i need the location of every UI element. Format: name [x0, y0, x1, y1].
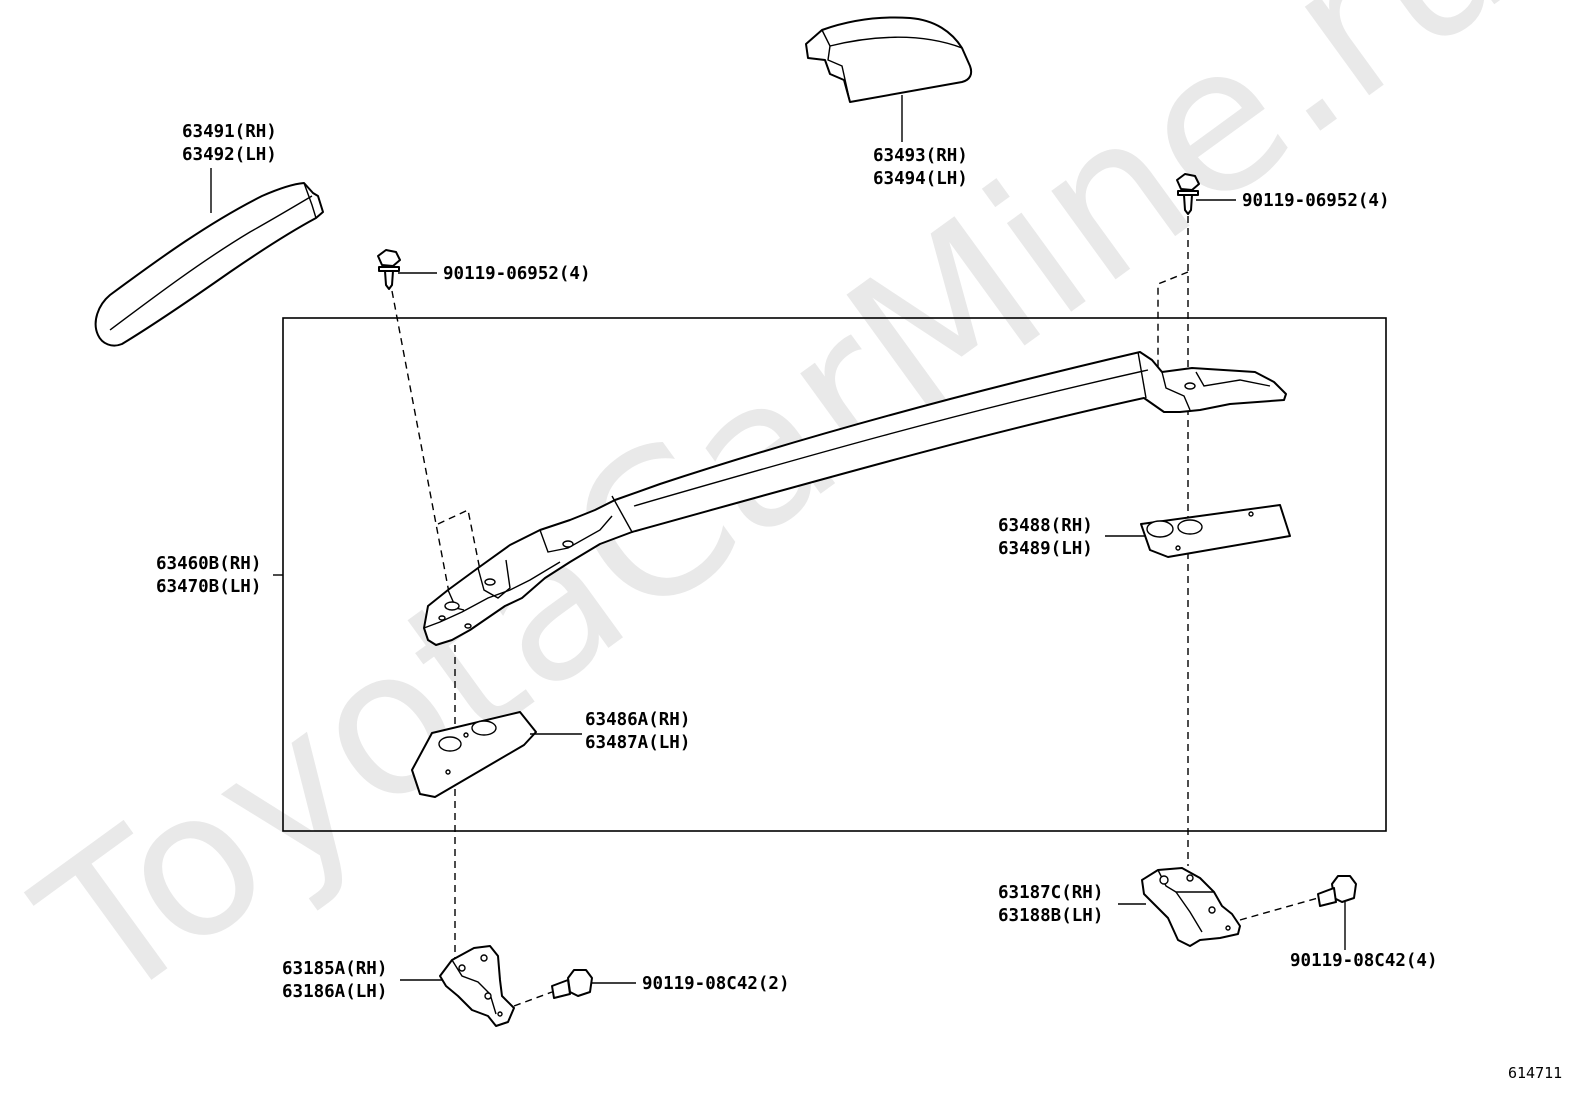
front-bracket-label-rh: 63185A(RH): [282, 959, 387, 979]
rear-end-cover-label-lh: 63494(LH): [873, 169, 968, 189]
rear-screw-part: [1176, 173, 1200, 215]
rear-bracket-label-lh: 63188B(LH): [998, 906, 1103, 926]
front-end-cover-label-rh: 63491(RH): [182, 122, 277, 142]
rear-pad-label-rh: 63488(RH): [998, 516, 1093, 536]
front-bracket-label-lh: 63186A(LH): [282, 982, 387, 1002]
roof-rail-part: [423, 351, 1287, 646]
rail-assembly-label-lh: 63470B(LH): [156, 577, 261, 597]
front-bracket-part: [439, 945, 515, 1027]
front-pad-part: [411, 711, 537, 798]
rear-bolt-label: 90119-08C42(4): [1290, 951, 1438, 971]
rail-assembly-label-rh: 63460B(RH): [156, 554, 261, 574]
rear-end-cover-part: [805, 16, 973, 103]
front-screw-label: 90119-06952(4): [443, 264, 591, 284]
front-end-cover-label-lh: 63492(LH): [182, 145, 277, 165]
front-screw-axis: [391, 290, 451, 599]
front-screw-offset-dash: [437, 508, 481, 571]
front-pad-label-rh: 63486A(RH): [585, 710, 690, 730]
rear-bolt-part: [1317, 875, 1357, 907]
front-bolt-label: 90119-08C42(2): [642, 974, 790, 994]
rear-pad-label-lh: 63489(LH): [998, 539, 1093, 559]
rear-screw-label: 90119-06952(4): [1242, 191, 1390, 211]
rear-bracket-part: [1141, 867, 1241, 947]
front-pad-label-lh: 63487A(LH): [585, 733, 690, 753]
rear-bolt-axis: [1239, 897, 1319, 921]
rear-bracket-label-rh: 63187C(RH): [998, 883, 1103, 903]
front-bolt-axis: [513, 991, 553, 1007]
front-screw-part: [377, 249, 401, 290]
front-bolt-part: [551, 969, 593, 999]
diagram-id: 614711: [1508, 1064, 1562, 1082]
front-end-cover-part: [94, 182, 324, 347]
rear-end-cover-label-rh: 63493(RH): [873, 146, 968, 166]
rear-pad-part: [1140, 504, 1291, 558]
rear-screw-offset-dash: [1157, 271, 1189, 372]
